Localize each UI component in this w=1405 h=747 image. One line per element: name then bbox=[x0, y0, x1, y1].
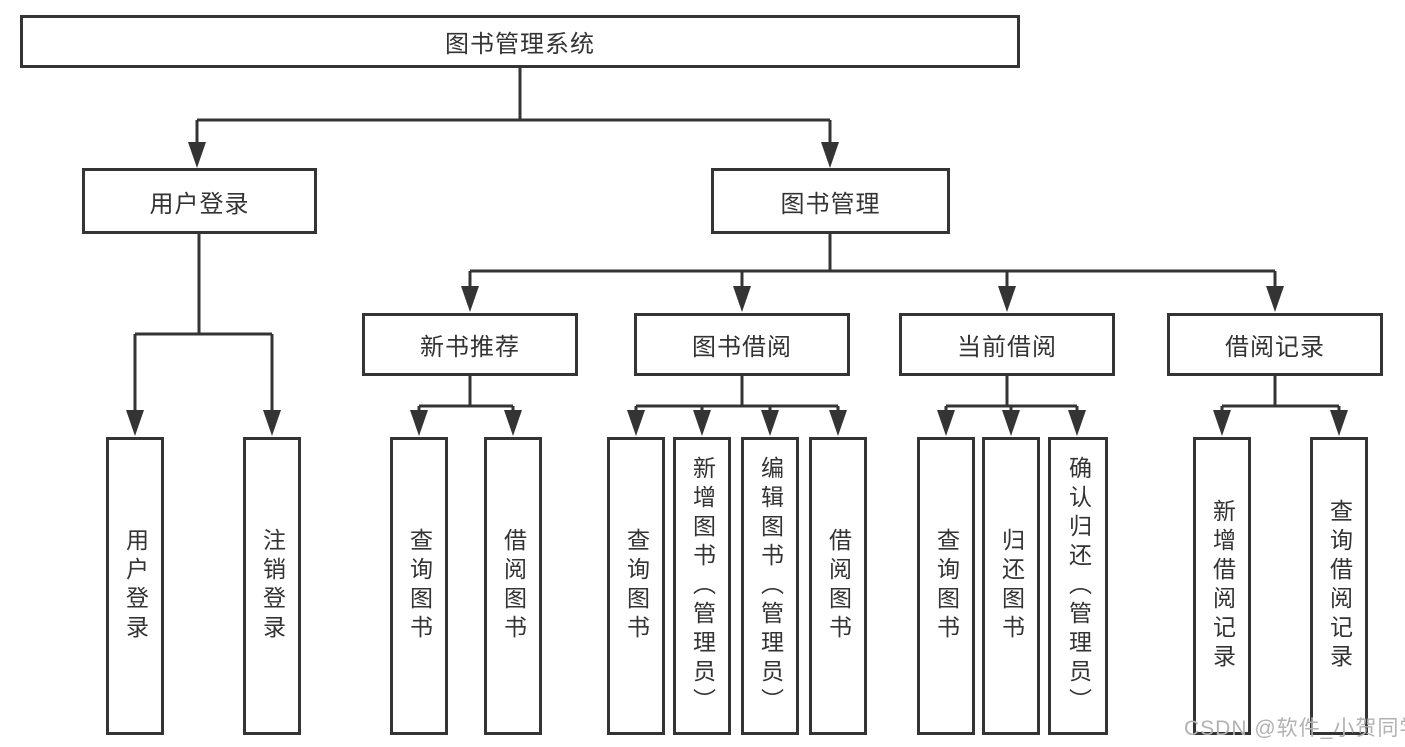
csdn-watermark: CSDN @软件_小贺同学 bbox=[1184, 717, 1405, 740]
leaf-confirm-return-admin: 确认归还（管理员） bbox=[1048, 437, 1108, 735]
arrowhead bbox=[829, 410, 847, 436]
arrowhead bbox=[1002, 410, 1020, 436]
arrowhead bbox=[126, 410, 144, 436]
leaf-add-borrow-record: 新增借阅记录 bbox=[1193, 437, 1251, 735]
leaf-search-books-recommend: 查询图书 bbox=[390, 437, 448, 735]
node-current-borrowing: 当前借阅 bbox=[899, 313, 1115, 376]
leaf-search-borrow-record: 查询借阅记录 bbox=[1310, 437, 1368, 735]
leaf-add-book-admin: 新增图书（管理员） bbox=[673, 437, 731, 735]
node-new-book-recommend: 新书推荐 bbox=[362, 313, 578, 376]
arrowhead bbox=[263, 410, 281, 436]
leaf-edit-book-admin: 编辑图书（管理员） bbox=[741, 437, 799, 735]
arrowhead bbox=[693, 410, 711, 436]
node-book-borrowing: 图书借阅 bbox=[634, 313, 850, 376]
arrowhead bbox=[1213, 410, 1231, 436]
arrowhead bbox=[1068, 410, 1086, 436]
arrowhead bbox=[821, 142, 839, 168]
arrowhead bbox=[461, 286, 479, 312]
leaf-search-books-current: 查询图书 bbox=[917, 437, 975, 735]
arrowhead bbox=[504, 410, 522, 436]
arrowhead bbox=[733, 286, 751, 312]
node-borrowing-records: 借阅记录 bbox=[1167, 313, 1383, 376]
arrowhead bbox=[998, 286, 1016, 312]
leaf-search-books-borrowing: 查询图书 bbox=[607, 437, 665, 735]
node-library-management-system: 图书管理系统 bbox=[20, 15, 1020, 68]
arrowhead bbox=[627, 410, 645, 436]
node-book-management: 图书管理 bbox=[711, 168, 950, 234]
arrowhead bbox=[1266, 286, 1284, 312]
arrowhead bbox=[1330, 410, 1348, 436]
arrowhead bbox=[761, 410, 779, 436]
node-user-login: 用户登录 bbox=[82, 168, 317, 234]
arrowhead bbox=[410, 410, 428, 436]
leaf-borrow-books-borrowing: 借阅图书 bbox=[809, 437, 867, 735]
leaf-logout: 注销登录 bbox=[243, 437, 301, 735]
arrowhead bbox=[937, 410, 955, 436]
arrowhead bbox=[188, 142, 206, 168]
leaf-user-login: 用户登录 bbox=[106, 437, 164, 735]
leaf-borrow-books-recommend: 借阅图书 bbox=[484, 437, 542, 735]
leaf-return-books: 归还图书 bbox=[982, 437, 1040, 735]
